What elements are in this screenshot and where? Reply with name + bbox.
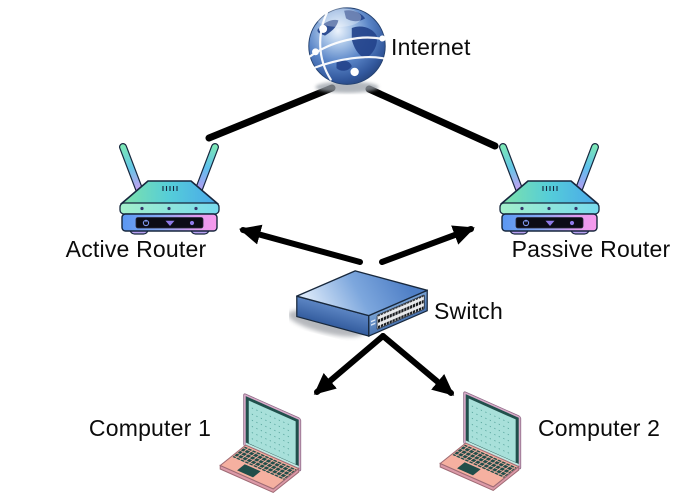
globe-icon [308, 7, 386, 93]
passive-router-label: Passive Router [511, 236, 671, 262]
active-router-node [112, 140, 227, 237]
switch-label: Switch [434, 298, 503, 324]
arrow-switch-to-computer-1 [313, 333, 386, 395]
arrow-switch-to-computer-2 [380, 333, 455, 396]
arrow-switch-to-active-router [238, 224, 363, 265]
arrow-switch-to-passive-router [379, 225, 475, 265]
computer-2-node [432, 388, 530, 492]
wireless-router-icon [499, 143, 600, 235]
passive-router-node [492, 140, 607, 237]
internet-node [304, 3, 390, 95]
computer-1-label: Computer 1 [88, 415, 212, 441]
active-router-label: Active Router [65, 236, 207, 262]
laptop-icon [219, 393, 302, 494]
switch-node [289, 263, 435, 341]
link-internet-passive-router [365, 85, 499, 150]
network-switch-icon [289, 270, 428, 337]
computer-1-node [212, 390, 310, 494]
laptop-icon [439, 391, 522, 492]
wireless-router-icon [119, 143, 220, 235]
internet-label: Internet [391, 34, 471, 60]
computer-2-label: Computer 2 [538, 415, 661, 441]
link-internet-active-router [205, 84, 336, 142]
